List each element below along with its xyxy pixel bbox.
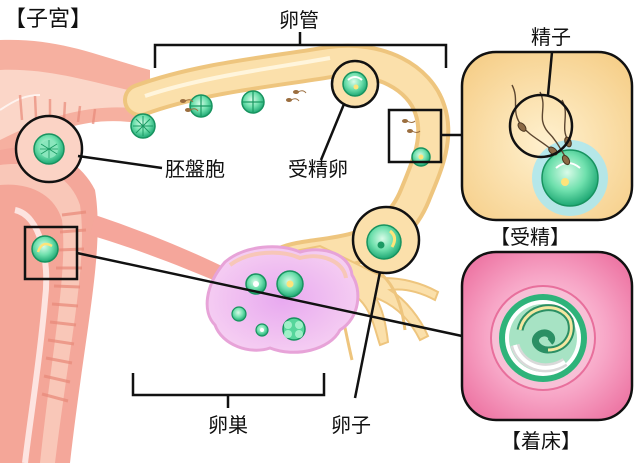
label-sperm: 精子 [531, 25, 571, 49]
connector-lines [76, 103, 463, 399]
ovary [205, 245, 360, 354]
label-fertilized-egg: 受精卵 [288, 157, 348, 181]
label-fertilization: 【受精】 [490, 225, 570, 249]
dividing-cells [130, 90, 431, 167]
page-title: 【子宮】 [4, 7, 92, 32]
inset-implantation [460, 250, 634, 422]
label-ovary: 卵巣 [208, 413, 248, 437]
label-egg: 卵子 [331, 413, 371, 437]
circle-blastocyst [14, 114, 84, 184]
label-oviduct: 卵管 [279, 8, 319, 32]
circle-egg [351, 205, 421, 275]
inset-fertilization [460, 50, 634, 222]
bracket-ovary [131, 373, 326, 408]
label-implantation: 【着床】 [501, 429, 581, 453]
bracket-oviduct [153, 32, 448, 68]
circle-fertilized-egg [330, 59, 380, 109]
sperm-in-tube [180, 90, 421, 133]
label-placenta-cell: 胚盤胞 [165, 157, 225, 181]
